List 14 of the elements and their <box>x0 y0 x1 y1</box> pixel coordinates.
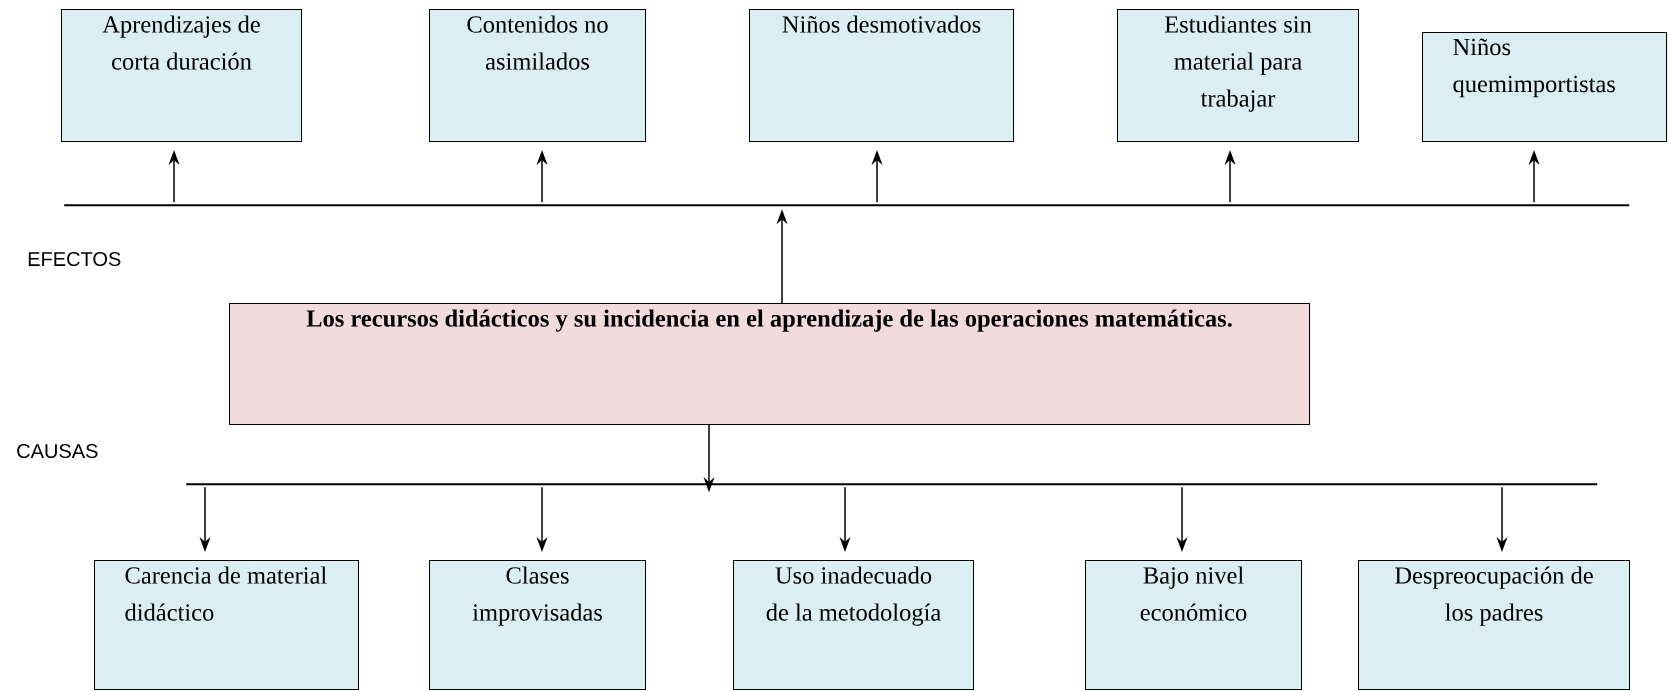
effect-box: Niños desmotivados <box>749 9 1014 142</box>
cause-box: Despreocupación de los padres <box>1358 560 1630 690</box>
cause-box: Uso inadecuado de la metodología <box>733 560 974 690</box>
problem-box: Los recursos didácticos y su incidencia en el aprendizaje de las operaciones matemáticas. <box>229 303 1310 425</box>
cause-box: Bajo nivel económico <box>1085 560 1302 690</box>
effect-box: Contenidos no asimilados <box>429 9 646 142</box>
side-label: EFECTOS <box>28 251 121 267</box>
cause-box: Clases improvisadas <box>429 560 646 690</box>
effect-box: Niños quemimportistas <box>1422 32 1667 142</box>
horizontal-line <box>64 204 1630 207</box>
effect-box: Estudiantes sin material para trabajar <box>1117 9 1359 142</box>
side-label: CAUSAS <box>17 443 98 459</box>
effect-box: Aprendizajes de corta duración <box>61 9 302 142</box>
cause-box: Carencia de material didáctico <box>94 560 359 690</box>
